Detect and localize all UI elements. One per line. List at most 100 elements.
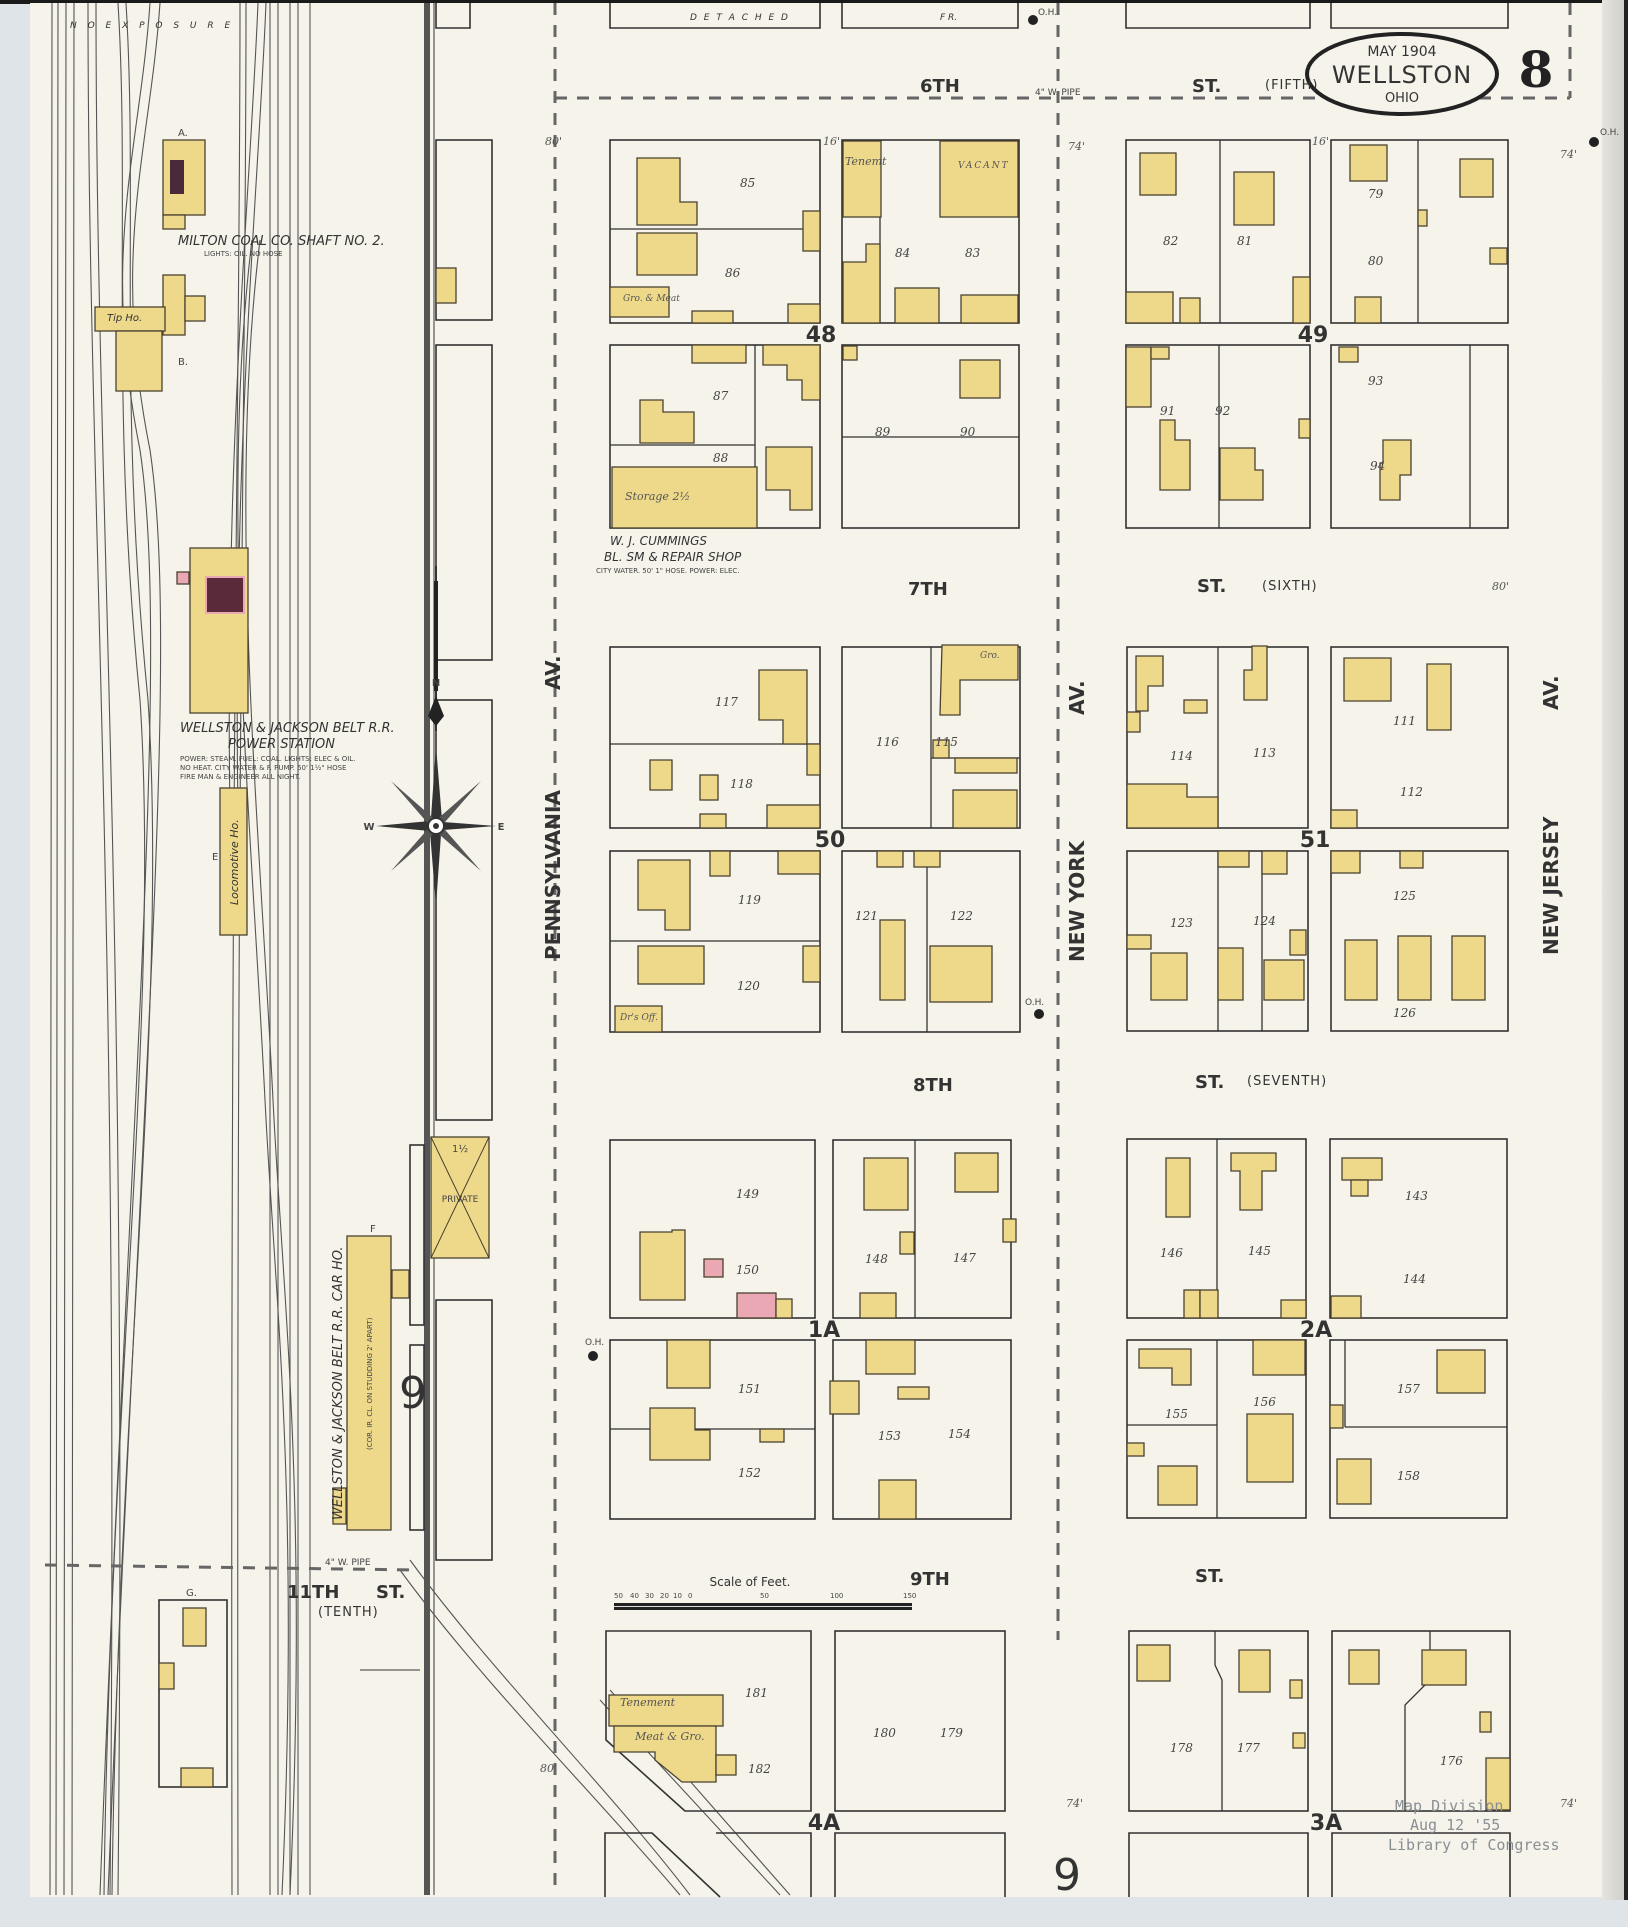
svg-text:Aug 12 '55: Aug 12 '55 — [1410, 1816, 1500, 1834]
svg-text:74': 74' — [1560, 148, 1577, 161]
svg-text:BL. SM & REPAIR SHOP: BL. SM & REPAIR SHOP — [604, 550, 742, 564]
svg-text:Map Division: Map Division — [1395, 1797, 1503, 1815]
svg-text:80': 80' — [1492, 580, 1509, 593]
svg-text:155: 155 — [1165, 1407, 1188, 1421]
svg-text:16': 16' — [1312, 135, 1329, 148]
svg-text:178: 178 — [1170, 1741, 1193, 1755]
svg-text:115: 115 — [935, 735, 958, 749]
svg-text:30: 30 — [645, 1592, 654, 1600]
svg-text:O.H.: O.H. — [1025, 998, 1044, 1008]
svg-text:ST.: ST. — [1195, 1072, 1224, 1093]
svg-text:93: 93 — [1368, 374, 1384, 388]
svg-text:84: 84 — [895, 246, 910, 260]
svg-text:156: 156 — [1253, 1395, 1276, 1409]
map-date: MAY 1904 — [1367, 44, 1436, 60]
svg-text:143: 143 — [1405, 1189, 1428, 1203]
svg-text:Scale of Feet.: Scale of Feet. — [709, 1575, 790, 1589]
svg-text:(TENTH): (TENTH) — [318, 1605, 379, 1620]
svg-text:158: 158 — [1397, 1469, 1420, 1483]
adjoining-sheet-9-left: 9 — [399, 1368, 427, 1419]
svg-text:176: 176 — [1440, 1754, 1463, 1768]
svg-text:F: F — [370, 1224, 376, 1235]
svg-text:179: 179 — [940, 1726, 963, 1740]
street-6th: 6TH — [920, 76, 960, 97]
main-rail-line — [424, 3, 430, 1895]
svg-text:50: 50 — [815, 828, 846, 853]
oh-markers — [588, 15, 1599, 1361]
street-pennsylvania: PENNSYLVANIA — [541, 790, 565, 960]
svg-text:124: 124 — [1253, 914, 1276, 928]
svg-text:74': 74' — [1560, 1797, 1577, 1810]
svg-text:51: 51 — [1300, 828, 1331, 853]
sheet-number: 8 — [1519, 40, 1554, 99]
scan-top-edge — [0, 0, 1628, 4]
svg-text:ST.: ST. — [376, 1582, 405, 1603]
compass-w: W — [363, 822, 374, 833]
svg-text:O.H.: O.H. — [1038, 8, 1057, 18]
svg-text:157: 157 — [1397, 1382, 1420, 1396]
compass-e: E — [498, 822, 505, 833]
svg-text:(SEVENTH): (SEVENTH) — [1247, 1074, 1327, 1089]
street-7th: 7TH — [908, 579, 948, 600]
svg-text:2A: 2A — [1300, 1318, 1332, 1343]
svg-text:O.H.: O.H. — [585, 1338, 604, 1348]
svg-text:50: 50 — [760, 1592, 769, 1600]
svg-text:10: 10 — [673, 1592, 682, 1600]
svg-text:80': 80' — [545, 135, 562, 148]
city-name: WELLSTON — [1332, 61, 1472, 89]
svg-text:AV.: AV. — [541, 655, 565, 690]
svg-text:80: 80 — [1368, 254, 1384, 268]
svg-text:114: 114 — [1170, 749, 1193, 763]
svg-text:91: 91 — [1160, 404, 1175, 418]
svg-text:Meat & Gro.: Meat & Gro. — [634, 1730, 705, 1743]
scan-right-margin — [1602, 0, 1624, 1900]
water-pipe-label: 4" W. PIPE — [1035, 88, 1081, 98]
svg-text:88: 88 — [713, 451, 729, 465]
adjoining-sheet-9: 9 — [1053, 1850, 1081, 1901]
svg-text:B.: B. — [178, 357, 188, 368]
svg-text:Tenemt: Tenemt — [845, 155, 887, 168]
svg-text:80': 80' — [540, 1762, 557, 1775]
svg-text:112: 112 — [1400, 785, 1423, 799]
svg-text:148: 148 — [865, 1252, 888, 1266]
svg-text:74': 74' — [1066, 1797, 1083, 1810]
detached-note: D E T A C H E D — [690, 13, 790, 23]
svg-text:125: 125 — [1393, 889, 1416, 903]
svg-text:AV.: AV. — [1539, 675, 1563, 710]
svg-text:111: 111 — [1393, 714, 1416, 728]
svg-text:Gro. & Meat: Gro. & Meat — [623, 294, 680, 304]
svg-text:151: 151 — [738, 1382, 761, 1396]
svg-text:A.: A. — [178, 128, 188, 139]
svg-text:FIRE MAN & ENGINEER ALL NIGHT.: FIRE MAN & ENGINEER ALL NIGHT. — [180, 773, 300, 781]
svg-text:121: 121 — [855, 909, 878, 923]
svg-text:154: 154 — [948, 1427, 971, 1441]
svg-text:4A: 4A — [808, 1811, 840, 1836]
svg-text:180: 180 — [873, 1726, 896, 1740]
svg-text:85: 85 — [740, 176, 755, 190]
svg-text:VACANT: VACANT — [958, 161, 1010, 171]
svg-text:16': 16' — [823, 135, 840, 148]
block-numbers: 48 49 50 51 1A 2A 3A 4A — [806, 323, 1342, 1836]
svg-text:83: 83 — [965, 246, 981, 260]
svg-text:116: 116 — [876, 735, 899, 749]
svg-text:AV.: AV. — [1065, 680, 1089, 715]
svg-text:POWER STATION: POWER STATION — [228, 737, 335, 752]
svg-text:87: 87 — [713, 389, 729, 403]
street-labels: 6TH ST. (FIFTH) 7TH ST. (SIXTH) 8TH ST. … — [287, 76, 1563, 1620]
svg-text:Dr's Off.: Dr's Off. — [619, 1013, 658, 1023]
street-new-jersey: NEW JERSEY — [1539, 816, 1563, 955]
svg-text:82: 82 — [1163, 234, 1178, 248]
svg-text:ST.: ST. — [1197, 576, 1226, 597]
svg-text:PRIVATE: PRIVATE — [442, 1195, 479, 1205]
compass-n: N — [432, 678, 440, 689]
street-new-york: NEW YORK — [1065, 839, 1089, 962]
library-of-congress-stamp: Map Division Aug 12 '55 Library of Congr… — [1388, 1797, 1560, 1854]
svg-text:74': 74' — [1068, 140, 1085, 153]
building-labels: Tenemt VACANT Gro. & Meat Storage 2½ Dr'… — [619, 155, 1010, 1743]
svg-text:146: 146 — [1160, 1246, 1183, 1260]
svg-text:100: 100 — [830, 1592, 843, 1600]
svg-text:126: 126 — [1393, 1006, 1416, 1020]
state-name: OHIO — [1385, 91, 1419, 106]
